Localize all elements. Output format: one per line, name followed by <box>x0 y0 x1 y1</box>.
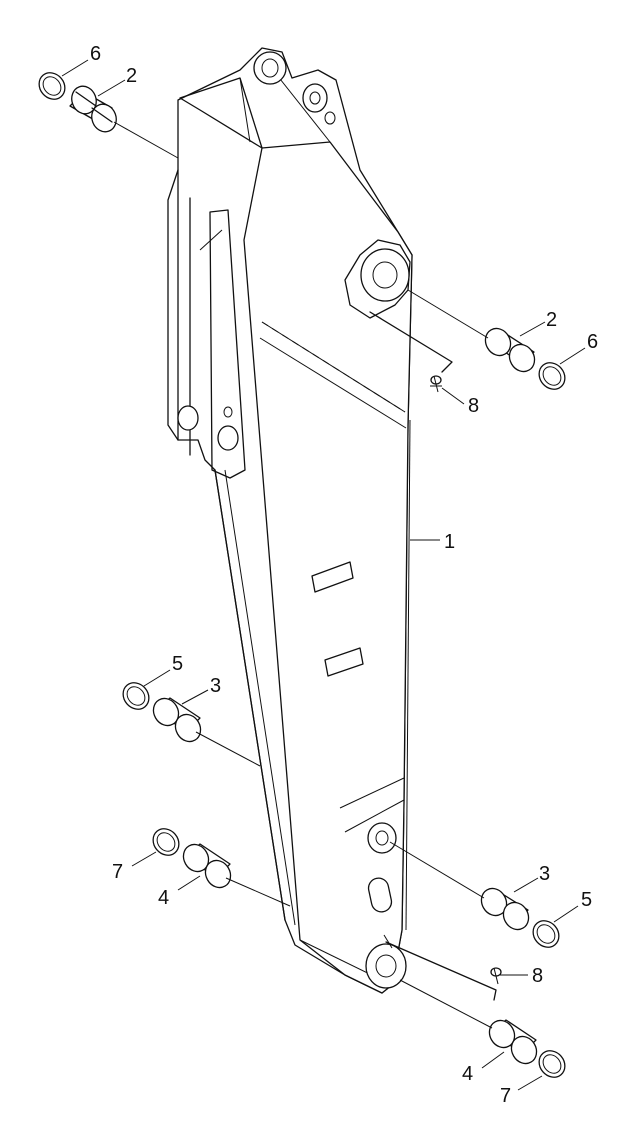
label-shim-low-left: 7 <box>112 861 123 883</box>
shim-top-left <box>38 59 89 100</box>
bushing-low-left <box>177 843 291 907</box>
shim-low-left <box>131 828 180 867</box>
label-shim-top-left: 6 <box>90 43 101 65</box>
label-shim-low-right: 7 <box>500 1085 511 1107</box>
bushing-top-left <box>69 79 179 159</box>
grease-top-leader <box>441 387 465 405</box>
label-shim-mid-right: 5 <box>581 889 592 911</box>
label-bushing-top-right: 2 <box>546 309 557 331</box>
arm-body <box>167 47 413 994</box>
label-bushing-low-right: 4 <box>462 1063 473 1085</box>
label-bushing-low-left: 4 <box>158 887 169 909</box>
lower-pin-boss <box>367 822 397 854</box>
bushing-top-right <box>407 289 546 373</box>
bushing-mid-right <box>389 841 539 931</box>
grease-fitting-low <box>385 941 502 1001</box>
label-grease-fitting-low: 8 <box>532 965 543 987</box>
label-arm: 1 <box>444 531 455 553</box>
shim-mid-right <box>532 905 579 948</box>
bushing-low-right <box>399 979 538 1069</box>
bushing-mid-left <box>152 689 261 767</box>
label-bushing-mid-left: 3 <box>210 675 221 697</box>
top-clevis-bosses <box>253 51 336 125</box>
mid-pivot-boss <box>344 239 411 319</box>
shim-top-right <box>538 347 586 390</box>
label-shim-mid-left: 5 <box>172 653 183 675</box>
bottom-pin-boss <box>365 934 407 989</box>
side-plate-holes <box>177 405 239 451</box>
grease-fitting-top <box>369 311 453 393</box>
label-bushing-mid-right: 3 <box>539 863 550 885</box>
label-bushing-top-left: 2 <box>126 65 137 87</box>
shim-mid-left <box>122 669 171 710</box>
shim-low-right <box>517 1050 566 1091</box>
label-grease-fitting-top: 8 <box>468 395 479 417</box>
label-shim-top-right: 6 <box>587 331 598 353</box>
